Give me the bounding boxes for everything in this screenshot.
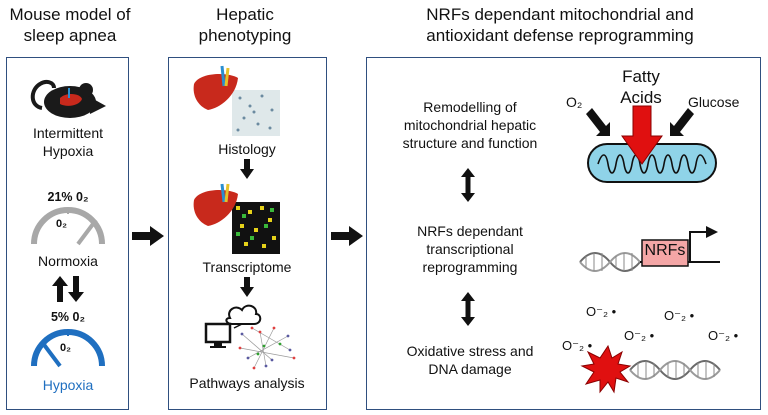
dna-damage-icon [580,344,721,394]
label-o2: O₂ [566,94,583,110]
superoxide-label-1: O⁻₂ • [586,304,617,319]
superoxide-label-2: O⁻₂ • [664,308,695,323]
header-nrfs-reprogramming: NRFs dependant mitochondrial and antioxi… [395,4,725,46]
normoxia-gauge-icon [31,207,105,246]
normoxia-gauge-label: 0₂ [56,218,68,230]
label-normoxia-percent: 21% 0₂ [47,190,89,204]
pathways-computer-network-icon [204,304,296,370]
header-nrfs-text: NRFs dependant mitochondrial and antioxi… [426,5,694,45]
arrow-down-transcriptome-icon [240,277,254,297]
label-hypoxia-percent: 5% 0₂ [50,310,86,324]
arrow-panel2-to-panel3-icon [331,226,363,246]
superoxide-label-5: O⁻₂ • [562,338,593,353]
header-mouse-model: Mouse model of sleep apnea [0,4,140,46]
mouse-icon [30,79,106,118]
substrate-arrows-icon [586,108,694,136]
label-fatty-acids: Fatty Acids [620,67,662,107]
up-down-arrows-icon [52,276,84,302]
arrow-panel1-to-panel2-icon [132,226,164,246]
header-mouse-model-text: Mouse model of sleep apnea [9,5,131,45]
double-arrow-top-icon [461,168,475,202]
label-transcriptome: Transcriptome [202,259,292,275]
superoxide-label-4: O⁻₂ • [708,328,739,343]
header-hepatic-phenotyping: Hepatic phenotyping [185,4,305,46]
hypoxia-gauge-icon [31,329,105,368]
label-glucose: Glucose [688,94,740,110]
fatty-acid-red-arrow-icon [621,105,663,165]
dna-nrfs-icon [579,226,720,272]
label-normoxia: Normoxia [38,253,98,269]
hypoxia-gauge-label: 0₂ [60,342,72,354]
nrfs-box-label: NRFs [644,242,686,259]
label-intermittent-hypoxia: Intermittent Hypoxia [32,125,104,159]
label-nrfs-transcriptional: NRFs dependant transcriptional reprogram… [417,223,523,275]
arrow-down-histology-icon [240,159,254,179]
header-hepatic-text: Hepatic phenotyping [198,5,292,45]
label-oxidative-stress: Oxidative stress and DNA damage [406,343,534,377]
label-pathways-analysis: Pathways analysis [189,375,305,391]
liver-histology-icon [193,65,280,136]
double-arrow-bottom-icon [461,292,475,326]
superoxide-label-3: O⁻₂ • [624,328,655,343]
label-remodelling: Remodelling of mitochondrial hepatic str… [402,99,538,151]
liver-transcriptome-icon [193,183,280,254]
panel-nrfs-reprogramming [366,57,761,410]
label-hypoxia: Hypoxia [42,377,94,393]
label-histology: Histology [218,141,276,157]
